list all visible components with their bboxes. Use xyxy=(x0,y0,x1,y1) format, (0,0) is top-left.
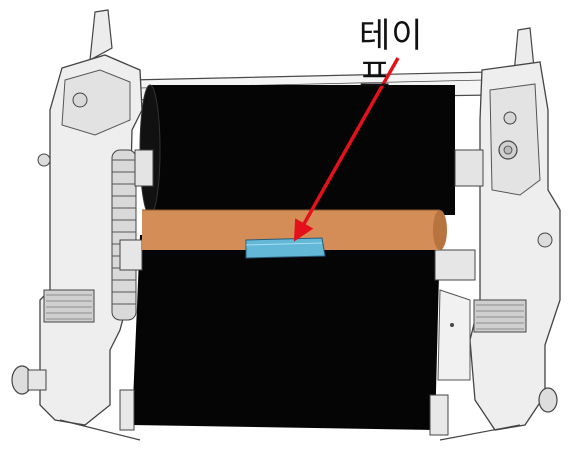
tape-strip xyxy=(245,237,326,259)
callout-label: 테이프 xyxy=(359,16,424,96)
lower-ribbon-sheet xyxy=(59,235,521,441)
left-housing xyxy=(11,9,143,426)
arrow-icon xyxy=(293,57,400,242)
upper-ribbon-roll xyxy=(134,84,484,216)
right-housing xyxy=(469,27,561,431)
